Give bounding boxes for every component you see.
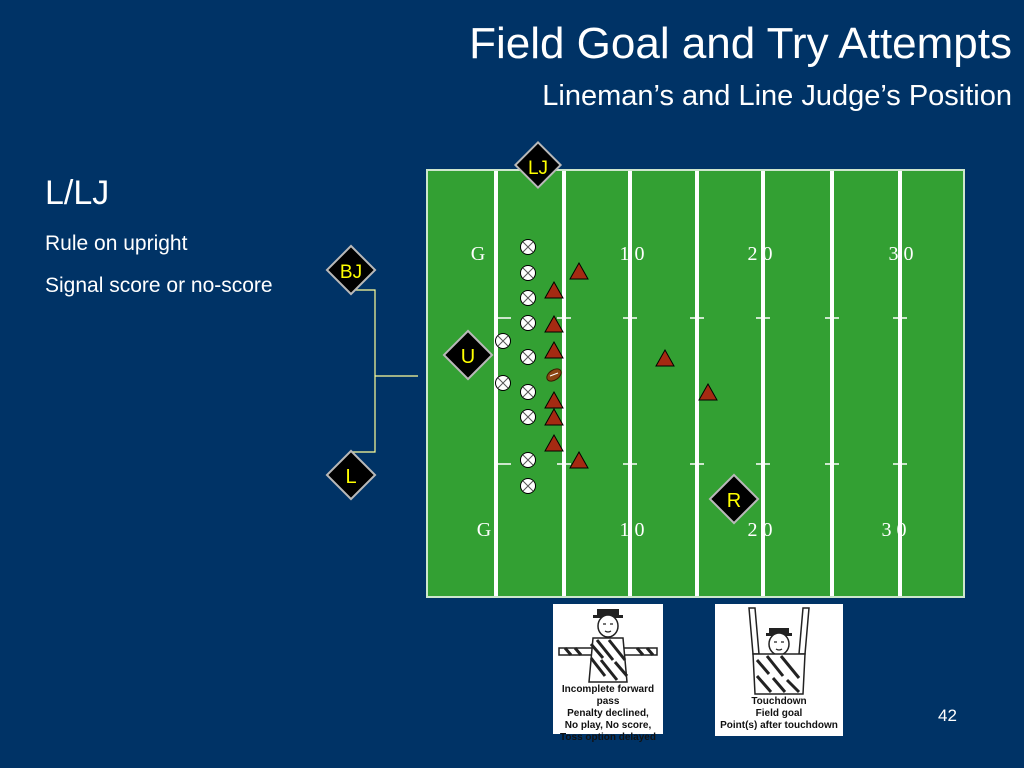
- slide-title: Field Goal and Try Attempts: [469, 19, 1012, 68]
- signal-1-caption-4: Toss option delayed: [560, 732, 656, 743]
- defense-player-icon: [655, 348, 675, 367]
- official-r: R: [708, 473, 760, 525]
- offense-player-icon: [520, 315, 536, 331]
- defense-player-icon: [544, 314, 564, 333]
- defense-player-icon: [544, 280, 564, 299]
- defense-player-icon: [569, 261, 589, 280]
- official-l-label: L: [345, 466, 356, 488]
- offense-player-icon: [520, 384, 536, 400]
- signal-2-caption-3: Point(s) after touchdown: [720, 720, 838, 731]
- yard-label-top-20: 2 0: [748, 243, 773, 265]
- yard-label-bottom-20: 2 0: [748, 519, 773, 541]
- offense-player-icon: [495, 375, 511, 391]
- offense-player-icon: [520, 452, 536, 468]
- signal-card-incomplete-pass: Incomplete forward pass Penalty declined…: [553, 604, 663, 743]
- signal-2-caption-1: Touchdown: [751, 696, 807, 707]
- defense-player-icon: [544, 433, 564, 452]
- offense-player-icon: [520, 409, 536, 425]
- official-u-label: U: [461, 346, 475, 368]
- side-line-1: Rule on upright: [45, 232, 188, 255]
- defense-player-icon: [544, 340, 564, 359]
- incomplete-pass-signal-icon: [558, 609, 658, 683]
- defense-player-icon: [698, 382, 718, 401]
- offense-players: [495, 239, 536, 494]
- offense-player-icon: [520, 349, 536, 365]
- side-line-2: Signal score or no-score: [45, 274, 273, 297]
- official-bj: BJ: [325, 244, 377, 296]
- yard-lines: [494, 171, 902, 596]
- signal-1-caption-2: Penalty declined,: [567, 708, 649, 719]
- defense-players: [544, 261, 718, 469]
- football-icon: [546, 368, 562, 382]
- official-l: L: [325, 449, 377, 501]
- official-bracket: [351, 289, 418, 453]
- page-number: 42: [938, 706, 957, 725]
- yard-label-top-10: 1 0: [620, 243, 645, 265]
- offense-player-icon: [520, 239, 536, 255]
- side-panel: L/LJ Rule on upright Signal score or no-…: [45, 172, 285, 314]
- signal-1-caption-1: Incomplete forward pass: [561, 684, 655, 707]
- yard-label-top-g: G: [471, 243, 485, 265]
- signal-2-caption-2: Field goal: [755, 708, 803, 719]
- official-r-label: R: [727, 490, 741, 512]
- official-lj: LJ: [513, 140, 563, 190]
- official-bj-label: BJ: [340, 262, 362, 283]
- defense-player-icon: [569, 450, 589, 469]
- yard-label-bottom-g: G: [477, 519, 491, 541]
- official-lj-label: LJ: [528, 158, 548, 179]
- signal-card-touchdown: Touchdown Field goal Point(s) after touc…: [715, 604, 843, 736]
- side-heading: L/LJ: [45, 174, 110, 212]
- defense-player-icon: [544, 407, 564, 426]
- offense-player-icon: [495, 333, 511, 349]
- official-u: U: [442, 329, 494, 381]
- slide-subtitle: Lineman’s and Line Judge’s Position: [542, 80, 1012, 112]
- signal-1-caption-3: No play, No score,: [564, 720, 652, 731]
- yard-label-bottom-10: 1 0: [620, 519, 645, 541]
- touchdown-signal-icon: [748, 607, 810, 695]
- yard-label-bottom-30: 3 0: [882, 519, 907, 541]
- hash-marks: [496, 317, 907, 465]
- offense-player-icon: [520, 265, 536, 281]
- yard-label-top-30: 3 0: [889, 243, 914, 265]
- offense-player-icon: [520, 478, 536, 494]
- offense-player-icon: [520, 290, 536, 306]
